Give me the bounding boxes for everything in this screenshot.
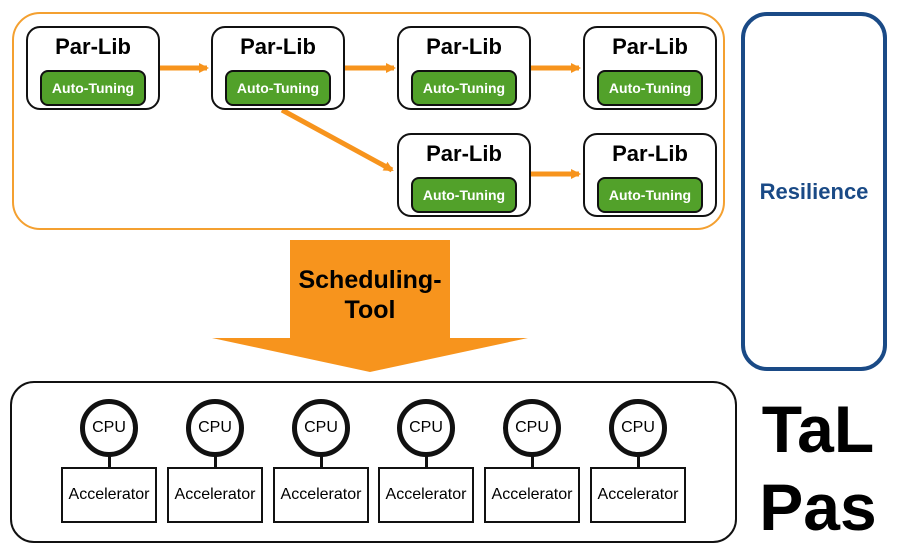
logo-line2: Pas xyxy=(759,470,877,544)
parlib-node-3: Par-Lib Auto-Tuning xyxy=(397,26,531,110)
cpu-accelerator-link xyxy=(425,456,428,468)
accelerator-box: Accelerator xyxy=(273,467,369,523)
cpu-label: CPU xyxy=(515,419,549,436)
auto-tuning-badge: Auto-Tuning xyxy=(411,177,517,213)
accelerator-label: Accelerator xyxy=(68,486,150,503)
cpu-label: CPU xyxy=(621,419,655,436)
cpu-circle: CPU xyxy=(80,399,138,457)
parlib-title: Par-Lib xyxy=(426,34,502,59)
parlib-node-5: Par-Lib Auto-Tuning xyxy=(397,133,531,217)
scheduling-label-line1: Scheduling- xyxy=(298,266,442,294)
hardware-container xyxy=(10,381,737,543)
parlib-title: Par-Lib xyxy=(612,34,688,59)
cpu-label: CPU xyxy=(304,419,338,436)
auto-tuning-badge: Auto-Tuning xyxy=(597,70,703,106)
cpu-circle: CPU xyxy=(503,399,561,457)
accelerator-box: Accelerator xyxy=(167,467,263,523)
cpu-circle: CPU xyxy=(397,399,455,457)
flow-arrow-2-5 xyxy=(280,107,394,173)
accelerator-label: Accelerator xyxy=(491,486,573,503)
scheduling-arrow xyxy=(212,240,528,372)
accelerator-label: Accelerator xyxy=(597,486,679,503)
scheduling-label-line2: Tool xyxy=(344,296,396,324)
resilience-label: Resilience xyxy=(759,178,869,204)
parlib-node-1: Par-Lib Auto-Tuning xyxy=(26,26,160,110)
cpu-circle: CPU xyxy=(292,399,350,457)
cpu-label: CPU xyxy=(92,419,126,436)
accelerator-box: Accelerator xyxy=(484,467,580,523)
auto-tuning-badge: Auto-Tuning xyxy=(40,70,146,106)
auto-tuning-badge: Auto-Tuning xyxy=(597,177,703,213)
parlib-title: Par-Lib xyxy=(426,141,502,166)
cpu-accelerator-link xyxy=(637,456,640,468)
cpu-accelerator-link xyxy=(531,456,534,468)
accelerator-label: Accelerator xyxy=(385,486,467,503)
accelerator-box: Accelerator xyxy=(61,467,157,523)
parlib-title: Par-Lib xyxy=(240,34,316,59)
cpu-circle: CPU xyxy=(186,399,244,457)
parlib-node-6: Par-Lib Auto-Tuning xyxy=(583,133,717,217)
talpas-logo: TaL Pas xyxy=(738,390,898,546)
accelerator-box: Accelerator xyxy=(590,467,686,523)
parlib-node-4: Par-Lib Auto-Tuning xyxy=(583,26,717,110)
cpu-accelerator-link xyxy=(320,456,323,468)
cpu-circle: CPU xyxy=(609,399,667,457)
cpu-label: CPU xyxy=(409,419,443,436)
accelerator-label: Accelerator xyxy=(174,486,256,503)
scheduling-tool-label: Scheduling- Tool xyxy=(240,265,500,325)
workflow-container xyxy=(12,12,725,230)
parlib-title: Par-Lib xyxy=(612,141,688,166)
logo-line1: TaL xyxy=(761,392,875,466)
cpu-accelerator-link xyxy=(214,456,217,468)
cpu-accelerator-link xyxy=(108,456,111,468)
accelerator-label: Accelerator xyxy=(280,486,362,503)
accelerator-box: Accelerator xyxy=(378,467,474,523)
resilience-box: Resilience xyxy=(741,12,887,371)
cpu-label: CPU xyxy=(198,419,232,436)
auto-tuning-badge: Auto-Tuning xyxy=(411,70,517,106)
parlib-title: Par-Lib xyxy=(55,34,131,59)
parlib-node-2: Par-Lib Auto-Tuning xyxy=(211,26,345,110)
auto-tuning-badge: Auto-Tuning xyxy=(225,70,331,106)
